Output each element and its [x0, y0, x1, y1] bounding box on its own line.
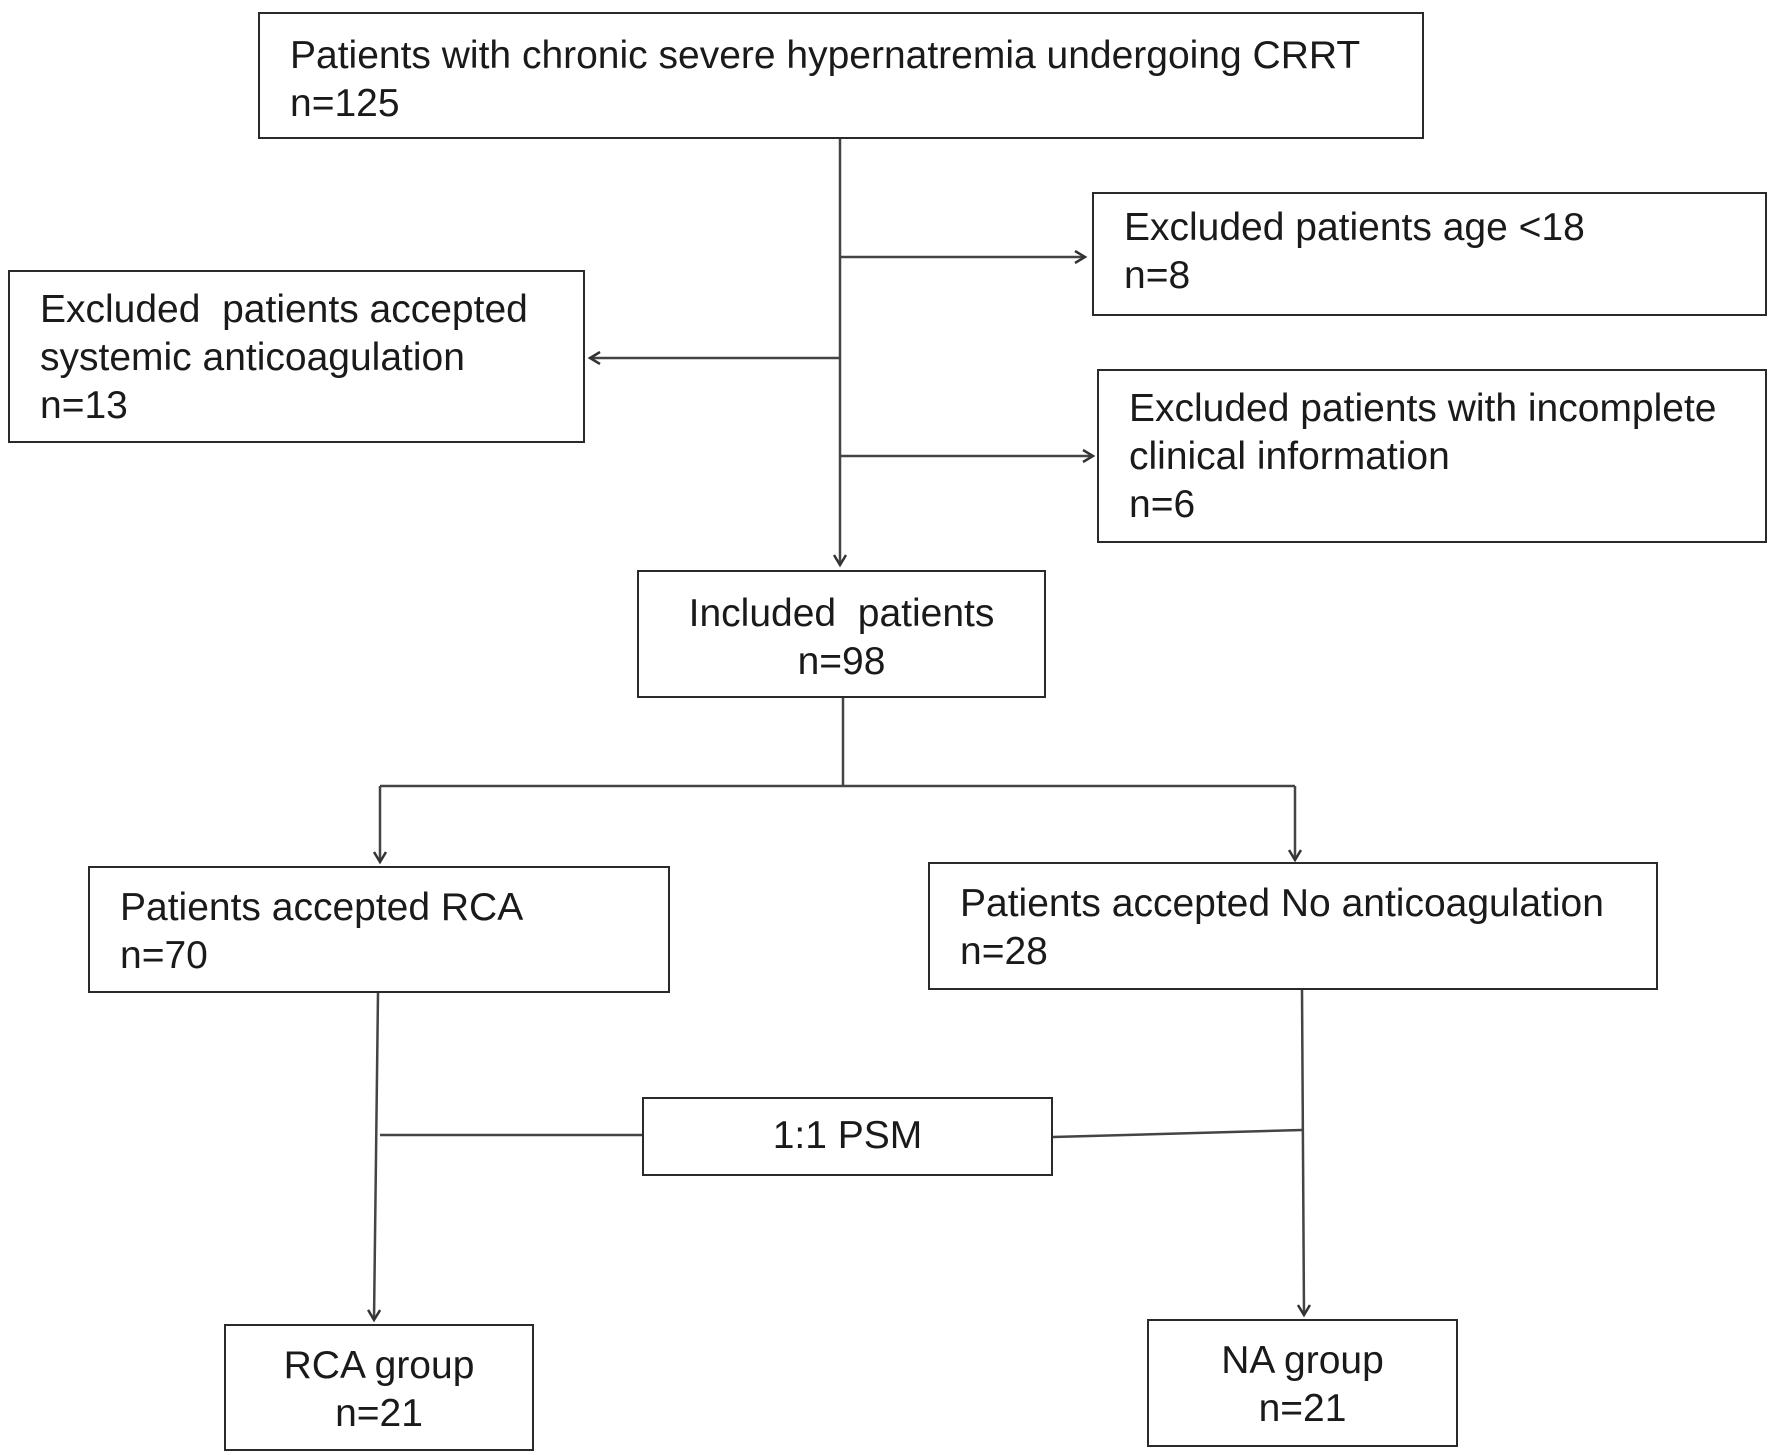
excluded-systemic-line1: Excluded patients accepted — [40, 288, 528, 331]
arrow-na-group — [1302, 989, 1304, 1315]
rca-box: Patients accepted RCA n=70 — [88, 866, 670, 993]
excluded-systemic-box: Excluded patients accepted systemic anti… — [8, 270, 585, 443]
excluded-incomplete-line2: clinical information — [1129, 435, 1450, 478]
rca-group-box: RCA group n=21 — [224, 1324, 534, 1451]
arrow-rca-group — [374, 992, 378, 1320]
psm-box: 1:1 PSM — [642, 1097, 1053, 1176]
no-anticoagulation-n: n=28 — [960, 930, 1048, 973]
rca-title: Patients accepted RCA — [120, 886, 524, 929]
excluded-age-title: Excluded patients age <18 — [1124, 206, 1585, 249]
no-anticoagulation-box: Patients accepted No anticoagulation n=2… — [928, 862, 1658, 990]
na-group-title: NA group — [1221, 1339, 1384, 1382]
excluded-systemic-n: n=13 — [40, 384, 128, 427]
rca-n: n=70 — [120, 934, 208, 977]
excluded-systemic-line2: systemic anticoagulation — [40, 336, 465, 379]
excluded-age-n: n=8 — [1124, 254, 1191, 297]
excluded-incomplete-line1: Excluded patients with incomplete — [1129, 387, 1717, 430]
na-group-n: n=21 — [1258, 1387, 1347, 1430]
included-n: n=98 — [797, 640, 886, 683]
excluded-incomplete-n: n=6 — [1129, 483, 1196, 526]
included-box: Included patients n=98 — [637, 570, 1046, 698]
rca-group-title: RCA group — [283, 1344, 475, 1387]
excluded-incomplete-box: Excluded patients with incomplete clinic… — [1097, 369, 1767, 543]
psm-right-link — [1052, 1128, 1303, 1139]
na-group-box: NA group n=21 — [1147, 1319, 1458, 1447]
excluded-age-box: Excluded patients age <18 n=8 — [1092, 192, 1767, 316]
rca-group-n: n=21 — [335, 1392, 423, 1435]
included-title: Included patients — [688, 592, 995, 635]
top-box: Patients with chronic severe hypernatrem… — [258, 12, 1424, 139]
top-box-n: n=125 — [290, 82, 400, 125]
top-box-title: Patients with chronic severe hypernatrem… — [290, 34, 1361, 77]
no-anticoagulation-title: Patients accepted No anticoagulation — [960, 882, 1604, 925]
psm-title: 1:1 PSM — [772, 1114, 923, 1157]
